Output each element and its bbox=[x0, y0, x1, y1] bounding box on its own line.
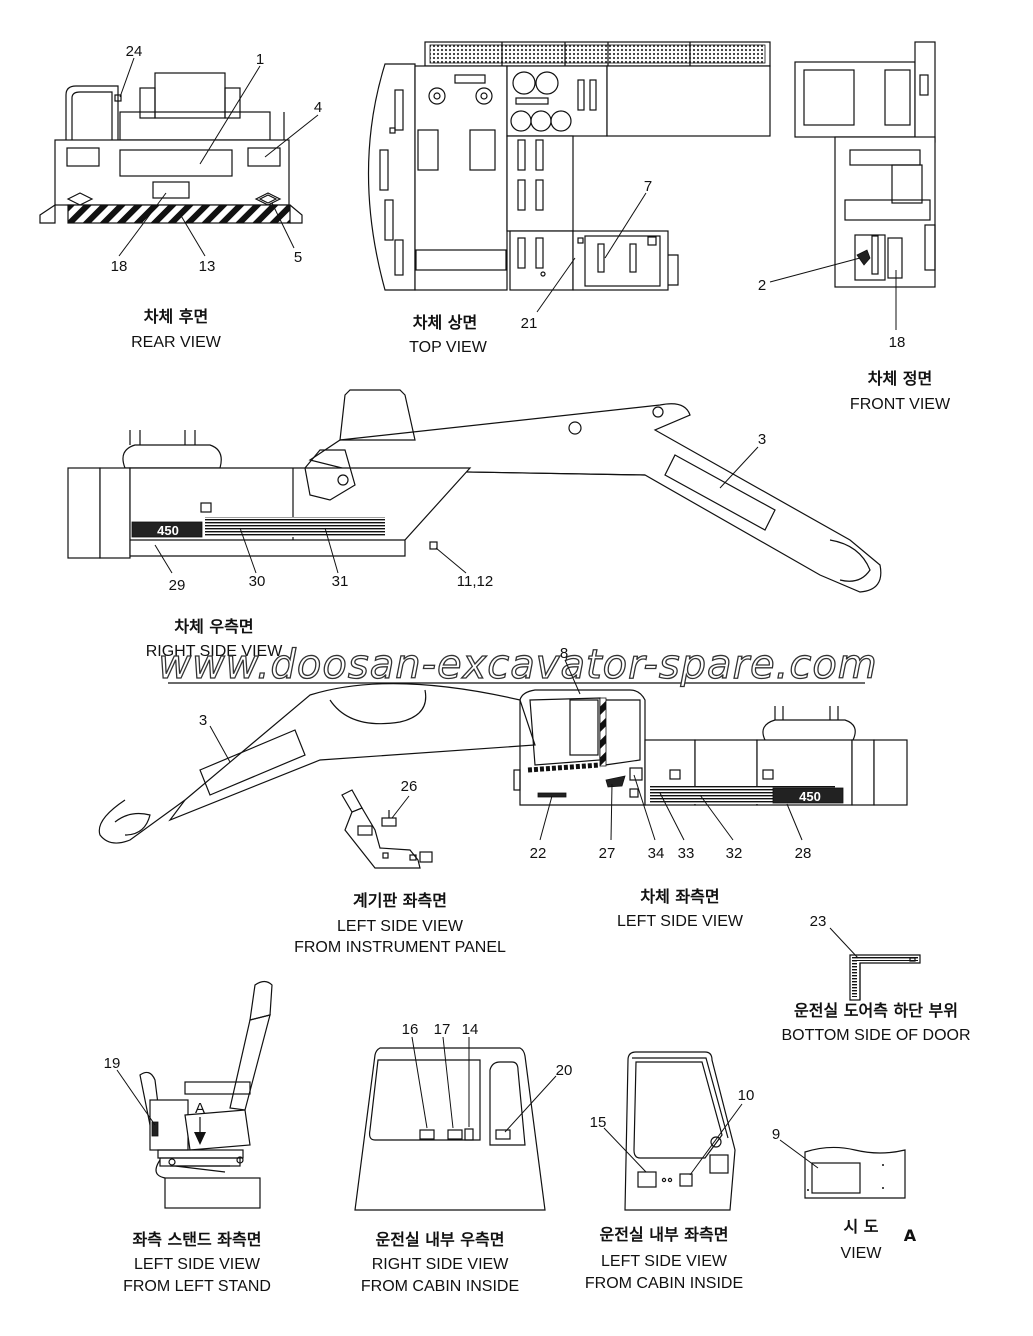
top-view-drawing bbox=[367, 41, 771, 291]
view-a-caption-en: VIEW bbox=[841, 1245, 883, 1262]
cabin-left-caption-en-1: LEFT SIDE VIEW bbox=[601, 1253, 728, 1270]
callout-27: 27 bbox=[599, 845, 616, 862]
top-view-caption-en: TOP VIEW bbox=[409, 339, 488, 356]
model-badge-right: 450 bbox=[157, 523, 179, 538]
instrument-panel-drawing bbox=[341, 789, 433, 869]
left-side-view-caption-ko: 차체 좌측면 bbox=[640, 887, 719, 906]
callout-33: 33 bbox=[678, 845, 695, 862]
callout-31: 31 bbox=[332, 573, 349, 590]
callout-19: 19 bbox=[104, 1055, 121, 1072]
cabin-right-caption-en-2: FROM CABIN INSIDE bbox=[361, 1278, 519, 1295]
callout-26-leader bbox=[391, 795, 410, 819]
callout-29: 29 bbox=[169, 577, 186, 594]
callout-22: 22 bbox=[530, 845, 547, 862]
top-view-caption-ko: 차체 상면 bbox=[413, 313, 477, 332]
door-bottom-caption-ko: 운전실 도어측 하단 부위 bbox=[794, 1001, 958, 1020]
cabin-right-drawing bbox=[354, 1047, 546, 1211]
callout-10: 10 bbox=[738, 1087, 755, 1104]
right-side-view-caption-ko: 차체 우측면 bbox=[174, 617, 253, 636]
cabin-door-drawing bbox=[624, 1051, 736, 1211]
callout-8: 8 bbox=[560, 645, 568, 662]
rear-view-caption-en: REAR VIEW bbox=[131, 334, 222, 351]
callout-23-leader bbox=[829, 927, 859, 959]
callout-11-12: 11,12 bbox=[457, 573, 493, 590]
right-side-view-leaders bbox=[154, 446, 759, 574]
cabin-right-leaders bbox=[411, 1036, 557, 1133]
front-view-caption-ko: 차체 정면 bbox=[868, 369, 932, 388]
callout-24: 24 bbox=[126, 43, 143, 60]
rear-view-leaders bbox=[118, 57, 319, 257]
cabin-right-caption-ko: 운전실 내부 우측면 bbox=[376, 1230, 505, 1249]
front-view-leaders bbox=[769, 257, 897, 330]
callout-18-front: 18 bbox=[889, 334, 906, 351]
instrument-caption-en-2: FROM INSTRUMENT PANEL bbox=[294, 939, 506, 956]
callout-30: 30 bbox=[249, 573, 266, 590]
callout-4: 4 bbox=[314, 99, 322, 116]
callout-1: 1 bbox=[256, 51, 264, 68]
cabin-left-caption-ko: 운전실 내부 좌측면 bbox=[600, 1225, 729, 1244]
callout-9-leader bbox=[779, 1139, 819, 1169]
left-stand-caption-en-2: FROM LEFT STAND bbox=[123, 1278, 271, 1295]
seat-drawing bbox=[139, 980, 273, 1209]
callout-14: 14 bbox=[462, 1021, 479, 1038]
callout-16: 16 bbox=[402, 1021, 419, 1038]
callout-26: 26 bbox=[401, 778, 418, 795]
callout-3-right: 3 bbox=[758, 431, 766, 448]
callout-15: 15 bbox=[590, 1114, 607, 1131]
callout-21: 21 bbox=[521, 315, 538, 332]
callout-19-leader bbox=[116, 1069, 156, 1126]
callout-17: 17 bbox=[434, 1021, 451, 1038]
front-view-caption-en: FRONT VIEW bbox=[850, 396, 951, 413]
view-a-caption-ko: 시 도 bbox=[843, 1217, 878, 1236]
rear-view-drawing bbox=[39, 72, 303, 224]
seat-view-marker-a: A bbox=[195, 1100, 205, 1117]
callout-13: 13 bbox=[199, 258, 216, 275]
door-bottom-drawing bbox=[849, 954, 921, 1001]
front-view-drawing bbox=[794, 41, 936, 288]
left-side-view-drawing: 450 bbox=[98, 683, 908, 844]
cabin-right-caption-en-1: RIGHT SIDE VIEW bbox=[372, 1256, 510, 1273]
top-view-leaders bbox=[536, 192, 647, 313]
left-stand-caption-en-1: LEFT SIDE VIEW bbox=[134, 1256, 261, 1273]
watermark-text: www.doosan-excavator-spare.com bbox=[158, 642, 878, 688]
callout-2: 2 bbox=[758, 277, 766, 294]
left-side-view-leaders bbox=[209, 659, 803, 841]
view-a-letter: A bbox=[904, 1226, 917, 1245]
right-side-view-drawing: 450 bbox=[67, 389, 882, 593]
callout-20: 20 bbox=[556, 1062, 573, 1079]
left-side-view-caption-en: LEFT SIDE VIEW bbox=[617, 913, 744, 930]
callout-23: 23 bbox=[810, 913, 827, 930]
model-badge-left: 450 bbox=[799, 789, 821, 804]
rear-view-caption-ko: 차체 후면 bbox=[144, 307, 208, 326]
callout-18-rear: 18 bbox=[111, 258, 128, 275]
right-side-view-caption-en: RIGHT SIDE VIEW bbox=[146, 643, 284, 660]
callout-34: 34 bbox=[648, 845, 665, 862]
callout-28: 28 bbox=[795, 845, 812, 862]
cabin-door-leaders bbox=[603, 1103, 743, 1176]
view-a-drawing bbox=[804, 1146, 906, 1199]
callout-9: 9 bbox=[772, 1126, 780, 1143]
callout-32: 32 bbox=[726, 845, 743, 862]
instrument-caption-ko: 계기판 좌측면 bbox=[353, 891, 447, 910]
callout-3-left: 3 bbox=[199, 712, 207, 729]
callout-5: 5 bbox=[294, 249, 302, 266]
door-bottom-caption-en: BOTTOM SIDE OF DOOR bbox=[781, 1027, 970, 1044]
callout-7: 7 bbox=[644, 178, 652, 195]
left-stand-caption-ko: 좌측 스탠드 좌측면 bbox=[133, 1230, 262, 1249]
cabin-left-caption-en-2: FROM CABIN INSIDE bbox=[585, 1275, 743, 1292]
instrument-caption-en-1: LEFT SIDE VIEW bbox=[337, 918, 464, 935]
